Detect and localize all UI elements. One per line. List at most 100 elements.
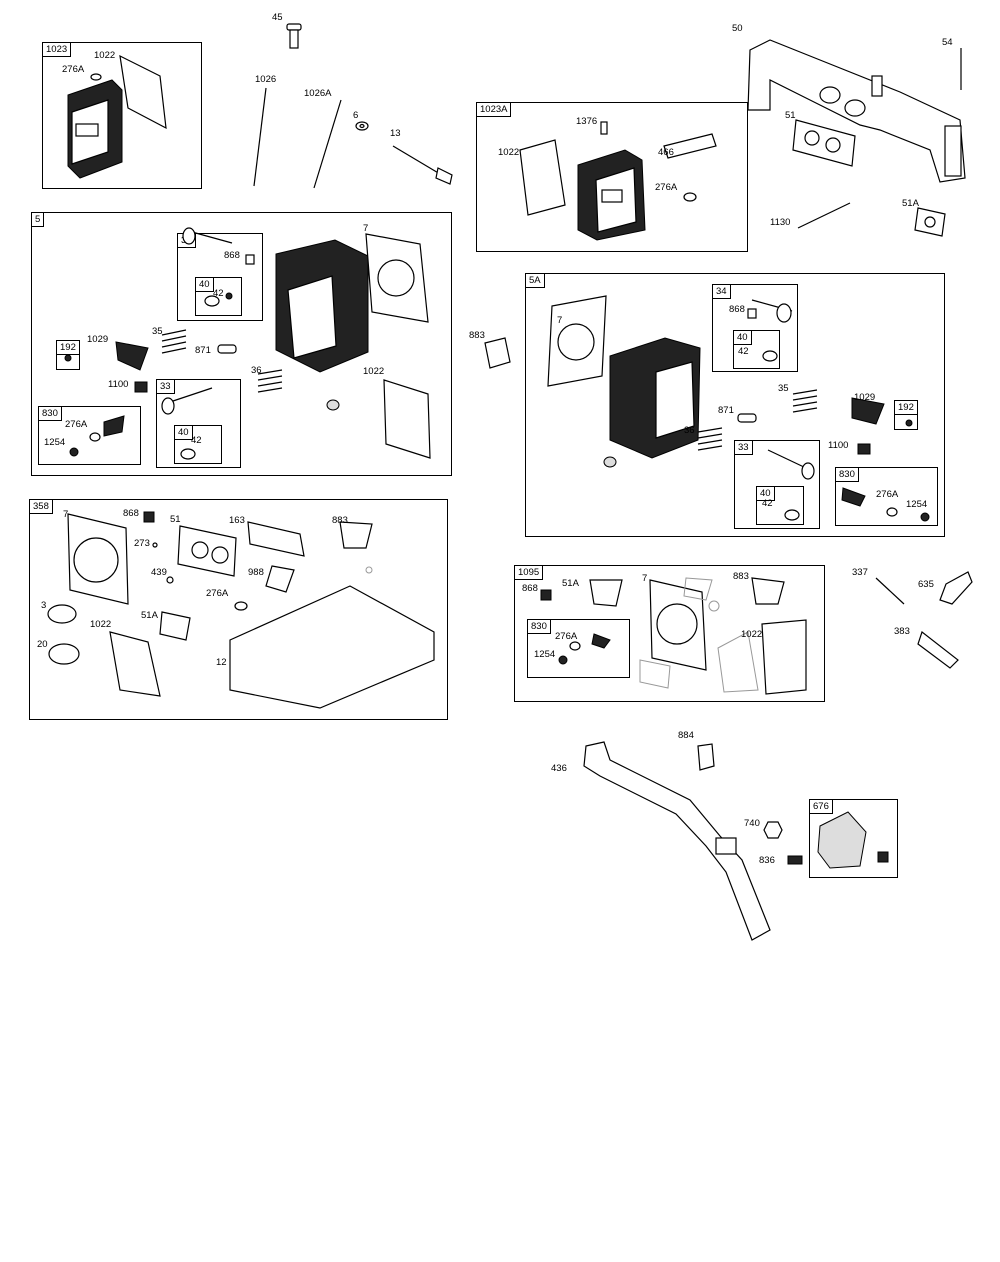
callout-358-7: 7 <box>63 509 69 520</box>
callout-1095-1022: 1022 <box>741 629 763 640</box>
callout-54: 54 <box>942 37 953 48</box>
callout-1130: 1130 <box>770 217 791 228</box>
callout-5A-276A: 276A <box>876 489 899 500</box>
callout-358-439: 439 <box>151 567 167 578</box>
subgroup-40-label-5A: 40 <box>734 331 752 345</box>
callout-635: 635 <box>918 579 934 590</box>
callout-358-12: 12 <box>216 657 227 668</box>
subgroup-33-label: 33 <box>157 380 175 394</box>
subgroup-40-label-5A-b: 40 <box>757 487 775 501</box>
callout-436: 436 <box>551 763 567 774</box>
callout-51A: 51A <box>902 198 919 209</box>
callout-51: 51 <box>785 110 796 121</box>
subgroup-34-label: 34 <box>178 234 196 248</box>
callout-1095-1254: 1254 <box>534 649 556 660</box>
part-1026A-pushrod <box>313 99 342 189</box>
callout-1023A-276A: 276A <box>655 182 678 193</box>
callout-358-51: 51 <box>170 514 181 525</box>
callout-358-868: 868 <box>123 508 139 519</box>
group-358-box: 358 <box>29 499 448 720</box>
callout-1023A-466: 466 <box>658 147 674 158</box>
callout-5-35: 35 <box>152 326 163 337</box>
subgroup-34-label-5A: 34 <box>713 285 731 299</box>
callout-358-1022: 1022 <box>90 619 112 630</box>
part-383-clip <box>917 631 959 669</box>
group-1023-box: 1023 <box>42 42 202 189</box>
group-676-box: 676 <box>809 799 898 878</box>
subgroup-34-box-5A: 34 <box>712 284 798 372</box>
callout-1026A: 1026A <box>304 88 332 99</box>
part-1026-pushrod <box>253 87 267 187</box>
callout-5A-42a: 42 <box>738 346 749 357</box>
callout-358-988: 988 <box>248 567 264 578</box>
callout-358-20: 20 <box>37 639 48 650</box>
callout-358-51A: 51A <box>141 610 158 621</box>
group-1095-label: 1095 <box>515 566 544 580</box>
callout-1095-7: 7 <box>642 573 648 584</box>
callout-5-1254: 1254 <box>44 437 66 448</box>
callout-5-36: 36 <box>251 365 262 376</box>
group-5A-label: 5A <box>526 274 545 288</box>
callout-5-1029: 1029 <box>87 334 109 345</box>
callout-1095-276A: 276A <box>555 631 578 642</box>
callout-383: 383 <box>894 626 910 637</box>
callout-883: 883 <box>469 330 485 341</box>
subgroup-192-box-5A: 192 <box>894 400 918 430</box>
group-1095-box: 1095 <box>514 565 825 702</box>
callout-5A-1254: 1254 <box>906 499 928 510</box>
callout-1026: 1026 <box>255 74 277 85</box>
subgroup-830-label: 830 <box>39 407 62 421</box>
subgroup-40-label: 40 <box>196 278 214 292</box>
callout-1023A-1376: 1376 <box>576 116 598 127</box>
callout-884: 884 <box>678 730 694 741</box>
callout-5A-42b: 42 <box>762 498 773 509</box>
callout-5A-36: 36 <box>684 425 695 436</box>
subgroup-40-label-b: 40 <box>175 426 193 440</box>
group-1023A-box: 1023A <box>476 102 748 252</box>
group-5-box: 5 <box>31 212 452 476</box>
callout-50: 50 <box>732 23 743 34</box>
subgroup-40-box-5A: 40 <box>733 330 780 369</box>
subgroup-830-label-1095: 830 <box>528 620 551 634</box>
subgroup-40-box: 40 <box>195 277 242 316</box>
callout-45: 45 <box>272 12 283 23</box>
callout-5A-871: 871 <box>718 405 734 416</box>
callout-358-3: 3 <box>41 600 47 611</box>
part-51-gasket <box>792 119 856 167</box>
callout-1023-1022: 1022 <box>94 50 116 61</box>
group-1023A-label: 1023A <box>477 103 512 117</box>
callout-1095-868: 868 <box>522 583 538 594</box>
callout-5-42b: 42 <box>191 435 202 446</box>
callout-5-1100: 1100 <box>108 379 129 390</box>
callout-836: 836 <box>759 855 775 866</box>
subgroup-33-box-5A: 33 <box>734 440 820 529</box>
subgroup-830-box-5A: 830 <box>835 467 938 526</box>
part-50-manifold <box>747 39 966 183</box>
callout-5A-7: 7 <box>557 315 563 326</box>
callout-5-7: 7 <box>363 223 369 234</box>
subgroup-33-label-5A: 33 <box>735 441 753 455</box>
part-635-cap <box>939 571 973 605</box>
group-1023-label: 1023 <box>43 43 72 57</box>
subgroup-192-label: 192 <box>57 341 80 355</box>
subgroup-192-label-5A: 192 <box>895 401 918 415</box>
group-5-label: 5 <box>32 213 45 227</box>
callout-5A-1100: 1100 <box>828 440 849 451</box>
callout-358-163: 163 <box>229 515 245 526</box>
callout-337: 337 <box>852 567 868 578</box>
callout-1023A-1022: 1022 <box>498 147 520 158</box>
subgroup-40-box-5A-b: 40 <box>756 486 804 525</box>
callout-5A-868: 868 <box>729 304 745 315</box>
subgroup-192-box: 192 <box>56 340 80 370</box>
callout-6: 6 <box>353 110 359 121</box>
callout-1023-276A: 276A <box>62 64 85 75</box>
callout-1095-883: 883 <box>733 571 749 582</box>
callout-5A-35: 35 <box>778 383 789 394</box>
callout-358-883: 883 <box>332 515 348 526</box>
subgroup-830-box: 830 <box>38 406 141 465</box>
callout-740: 740 <box>744 818 760 829</box>
part-436-tube <box>583 741 771 941</box>
callout-358-273: 273 <box>134 538 150 549</box>
callout-358-276A: 276A <box>206 588 229 599</box>
